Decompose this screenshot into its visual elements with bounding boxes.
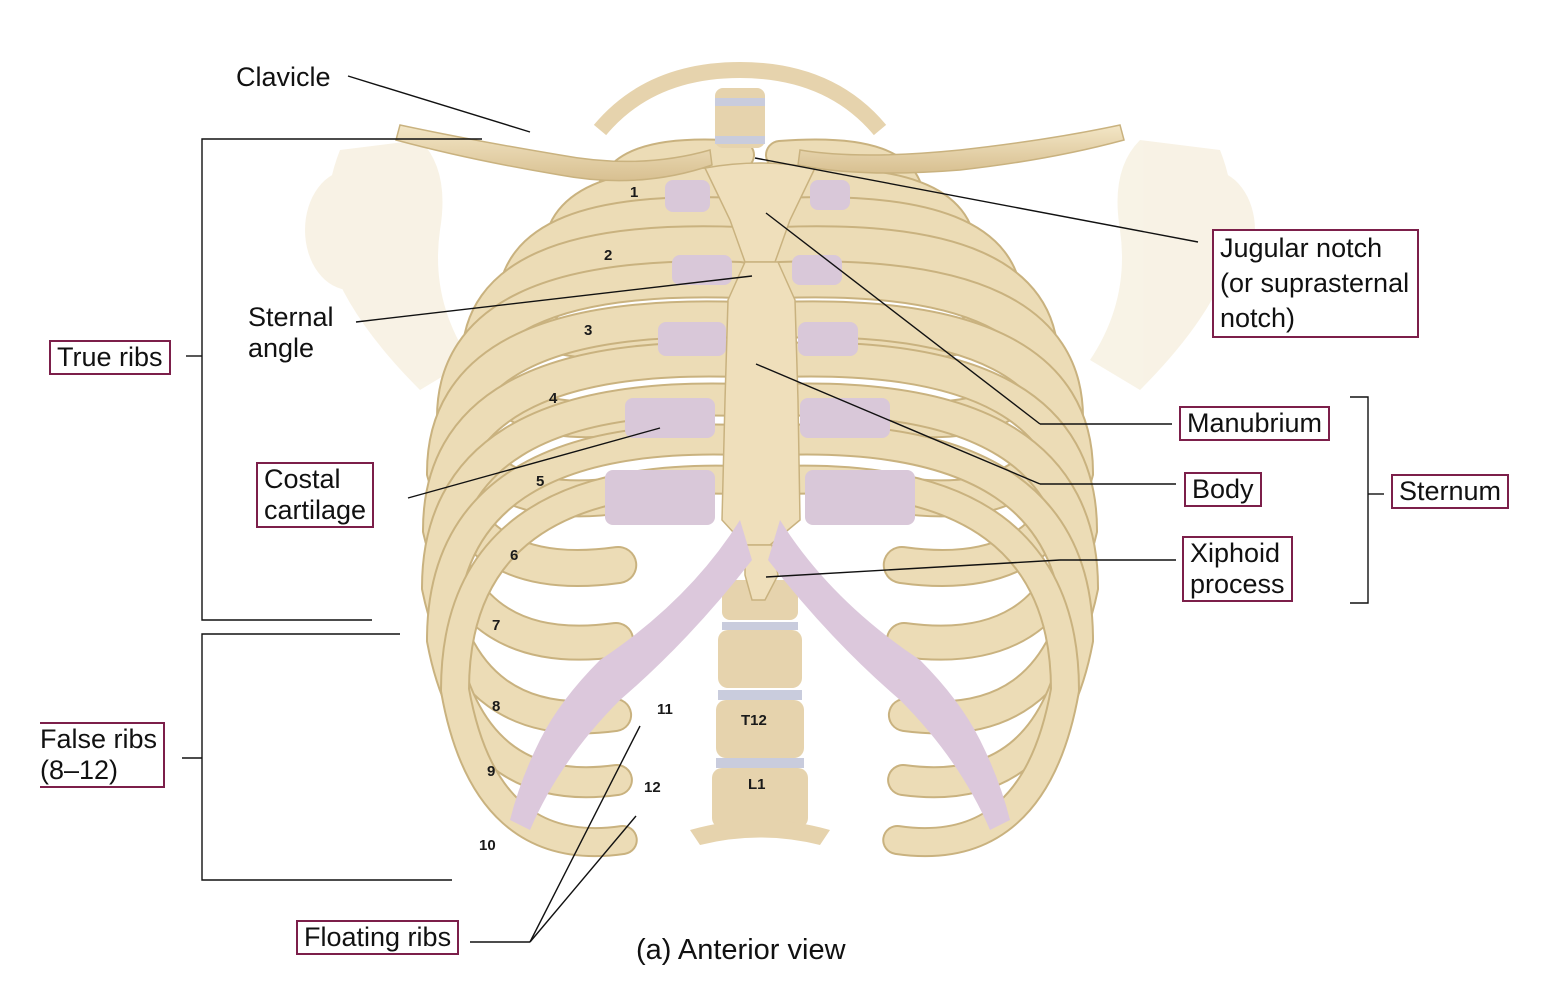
rib-number-2: 2 — [604, 247, 613, 264]
rib-number-11: 11 — [657, 701, 673, 718]
costal-cartilage-label: Costal cartilage — [256, 462, 375, 528]
rib-number-3: 3 — [584, 322, 593, 339]
sternal-angle-label: Sternal angle — [248, 302, 334, 364]
rib-number-8: 8 — [492, 698, 501, 715]
true-ribs-label: True ribs — [49, 340, 171, 375]
costal-cartilage-segment — [805, 470, 915, 525]
sternum-label: Sternum — [1391, 474, 1510, 509]
costal-cartilages — [605, 180, 915, 525]
vertebra-l1-label: L1 — [748, 776, 766, 793]
rib-number-6: 6 — [510, 547, 519, 564]
jugular-notch-label: Jugular notch (or suprasternal notch) — [1212, 229, 1420, 338]
clavicle-label: Clavicle — [236, 62, 331, 92]
sternal-angle-line-1: Sternal — [248, 302, 334, 332]
jugular-notch-line-1: Jugular notch — [1220, 233, 1383, 263]
costal-cartilage-segment — [798, 322, 858, 356]
costal-cartilage-line-2: cartilage — [264, 495, 367, 525]
false-ribs-label: False ribs (8–12) — [40, 722, 166, 788]
sternal-angle-line-2: angle — [248, 333, 315, 363]
leader-lines — [182, 75, 1384, 943]
rib-number-5: 5 — [536, 473, 545, 490]
false-ribs-line-2: (8–12) — [40, 755, 119, 785]
false-ribs-line-1: False ribs — [40, 724, 158, 754]
rib-number-12: 12 — [644, 779, 661, 796]
lower-costal-cartilage — [510, 520, 1010, 830]
rib-number-10: 10 — [479, 837, 496, 854]
rib-number-9: 9 — [487, 763, 496, 780]
vertebral-column — [690, 580, 830, 845]
costal-cartilage-segment — [792, 255, 842, 285]
manubrium-label: Manubrium — [1179, 406, 1331, 441]
costal-cartilage-segment — [665, 180, 710, 212]
xiphoid-line-2: process — [1190, 569, 1285, 599]
sternum-bone — [703, 162, 817, 601]
rib-number-7: 7 — [492, 617, 501, 634]
costal-cartilage-segment — [800, 398, 890, 438]
xiphoid-line-1: Xiphoid — [1190, 538, 1281, 568]
xiphoid-process-label: Xiphoid process — [1182, 536, 1293, 602]
figure-caption: (a) Anterior view — [636, 934, 846, 966]
costal-cartilage-segment — [672, 255, 732, 285]
jugular-notch-line-3: notch) — [1220, 303, 1296, 333]
rib-bone — [767, 466, 1079, 856]
vertebra-t12-label: T12 — [741, 712, 767, 729]
cervical-vertebra — [593, 61, 887, 148]
rib-bone — [441, 466, 753, 856]
floating-ribs-label: Floating ribs — [296, 920, 460, 955]
jugular-notch-line-2: (or suprasternal — [1220, 268, 1410, 298]
body-label: Body — [1184, 472, 1262, 507]
rib-number-4: 4 — [549, 390, 558, 407]
costal-cartilage-segment — [625, 398, 715, 438]
costal-cartilage-line-1: Costal — [264, 464, 341, 494]
shoulder-bones-faint — [305, 140, 1255, 390]
costal-cartilage-segment — [605, 470, 715, 525]
costal-cartilage-segment — [810, 180, 850, 210]
rib-number-1: 1 — [630, 184, 639, 201]
costal-cartilage-segment — [658, 322, 726, 356]
